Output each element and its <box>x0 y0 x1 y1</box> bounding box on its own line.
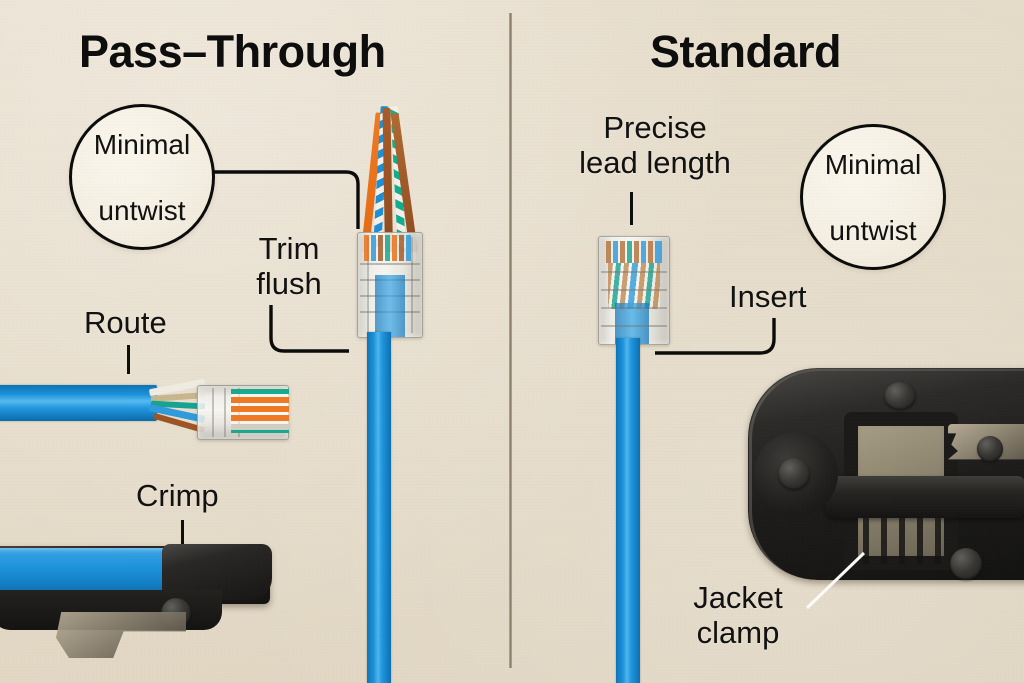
tool-rivet-plate <box>977 436 1003 462</box>
label-precise-line2: lead length <box>579 145 731 180</box>
label-precise-line1: Precise <box>603 110 707 145</box>
panel-title-left: Pass–Through <box>79 26 386 77</box>
crimping-tool-right <box>718 360 1024 620</box>
label-trim-flush: Trim flush <box>229 231 349 301</box>
left-bubble: Minimal untwist <box>69 104 215 250</box>
jacket-clamp-bar <box>826 476 1024 518</box>
leader-precise-tick <box>630 192 634 225</box>
crimping-tool-left <box>0 538 300 683</box>
horizontal-cable-assembly <box>0 368 294 443</box>
tool-rivet-pivot <box>778 458 810 490</box>
panel-title-right: Standard <box>650 26 842 77</box>
pass-through-connector-assembly <box>340 100 450 683</box>
vertical-divider <box>509 13 512 668</box>
plug-right-wire-tips <box>606 241 662 263</box>
label-route: Route <box>84 305 167 340</box>
label-jacket-clamp: Jacket clamp <box>673 580 803 650</box>
right-bubble-line1: Minimal <box>824 148 922 180</box>
label-trim-flush-line2: flush <box>256 266 322 301</box>
standard-connector-assembly <box>596 234 676 683</box>
left-bubble-line1: Minimal <box>93 128 191 160</box>
label-precise-lead-length: Precise lead length <box>575 110 735 180</box>
tool-rivet-bottom <box>950 548 982 580</box>
cable-horizontal-left <box>0 385 157 421</box>
plug-wire-tips <box>364 235 416 261</box>
rj45-plug-left <box>357 232 423 338</box>
right-bubble: Minimal untwist <box>800 124 946 270</box>
protruding-trimmed-wires <box>231 389 289 433</box>
jacket-inside-plug-right <box>615 303 649 344</box>
jacket-inside-plug <box>375 275 405 337</box>
rj45-plug-right <box>598 236 670 345</box>
tool-body-edge-highlight <box>749 369 1024 581</box>
cable-vertical-left <box>367 332 391 683</box>
label-crimp: Crimp <box>136 478 219 513</box>
right-bubble-text: Minimal untwist <box>825 148 921 247</box>
tool-blue-handle <box>0 548 192 596</box>
plug-right-conductors <box>608 263 660 309</box>
leader-route-tick <box>127 345 131 374</box>
leader-crimp-tick <box>181 520 185 550</box>
cable-vertical-right <box>616 338 640 683</box>
right-bubble-line2: untwist <box>829 214 917 246</box>
tool-rivet-top-right <box>884 382 916 410</box>
label-jacket-line1: Jacket <box>693 580 783 615</box>
label-trim-flush-line1: Trim <box>258 231 320 266</box>
label-insert: Insert <box>729 279 807 314</box>
left-bubble-text: Minimal untwist <box>94 128 190 227</box>
tool-jaw-teeth <box>851 516 951 564</box>
left-bubble-line2: untwist <box>98 194 186 226</box>
label-jacket-line2: clamp <box>696 615 780 650</box>
